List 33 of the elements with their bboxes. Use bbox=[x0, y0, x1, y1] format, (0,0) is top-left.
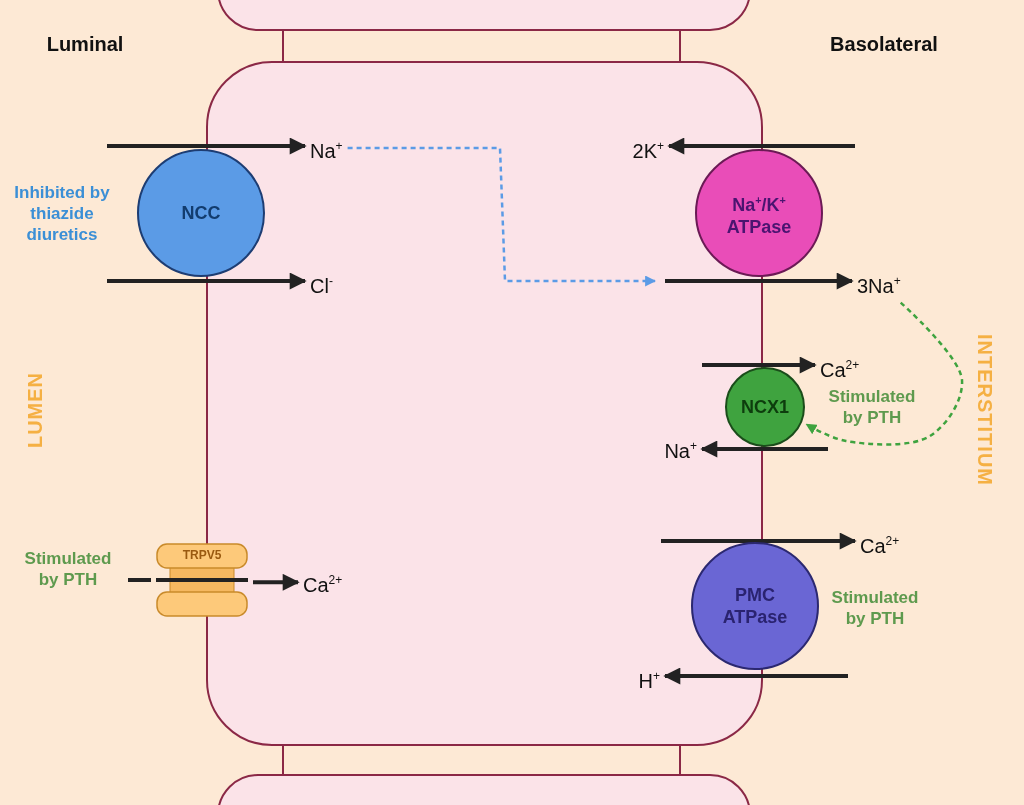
arrow bbox=[253, 573, 300, 591]
dashed-arrow bbox=[347, 146, 657, 287]
transporter-label: NCC bbox=[180, 202, 222, 224]
arrow bbox=[667, 137, 855, 155]
arrow bbox=[107, 137, 307, 155]
regulation-note: Stimulated by PTH bbox=[13, 548, 123, 590]
arrow bbox=[107, 272, 307, 290]
transporter-label: PMC ATPase bbox=[721, 584, 789, 628]
region-label: INTERSTITIUM bbox=[973, 334, 997, 486]
dashed-arrow bbox=[805, 301, 964, 446]
arrow bbox=[702, 356, 817, 374]
arrow bbox=[661, 532, 857, 550]
region-label: LUMEN bbox=[23, 371, 47, 449]
channel-label: TRPV5 bbox=[181, 548, 223, 562]
regulation-note: Inhibited by thiazide diuretics bbox=[13, 181, 111, 245]
arrow bbox=[663, 667, 848, 685]
ion-label: 3Na$^{+}$ bbox=[857, 269, 901, 298]
ion-label: 2K$^{+}$ bbox=[632, 134, 664, 163]
ion-label: Ca$^{2+}$ bbox=[860, 529, 900, 558]
regulation-note: Stimulated by PTH bbox=[827, 386, 917, 428]
transporter-label: Na$^{+}$/K$^{+}$ ATPase bbox=[725, 192, 793, 238]
arrow bbox=[700, 440, 828, 458]
ion-label: Cl$^{-}$ bbox=[310, 269, 333, 298]
ion-label: Na$^{+}$ bbox=[664, 434, 697, 463]
regulation-note: Stimulated by PTH bbox=[830, 587, 920, 629]
transporter-label: NCX1 bbox=[740, 396, 790, 418]
side-heading: Basolateral bbox=[830, 32, 938, 56]
side-heading: Luminal bbox=[46, 32, 124, 56]
ion-label: Na$^{+}$ bbox=[310, 134, 343, 163]
ion-label: Ca$^{2+}$ bbox=[303, 568, 343, 597]
ion-label: H$^{+}$ bbox=[638, 664, 660, 693]
arrow bbox=[665, 272, 854, 290]
ion-label: Ca$^{2+}$ bbox=[820, 353, 860, 382]
